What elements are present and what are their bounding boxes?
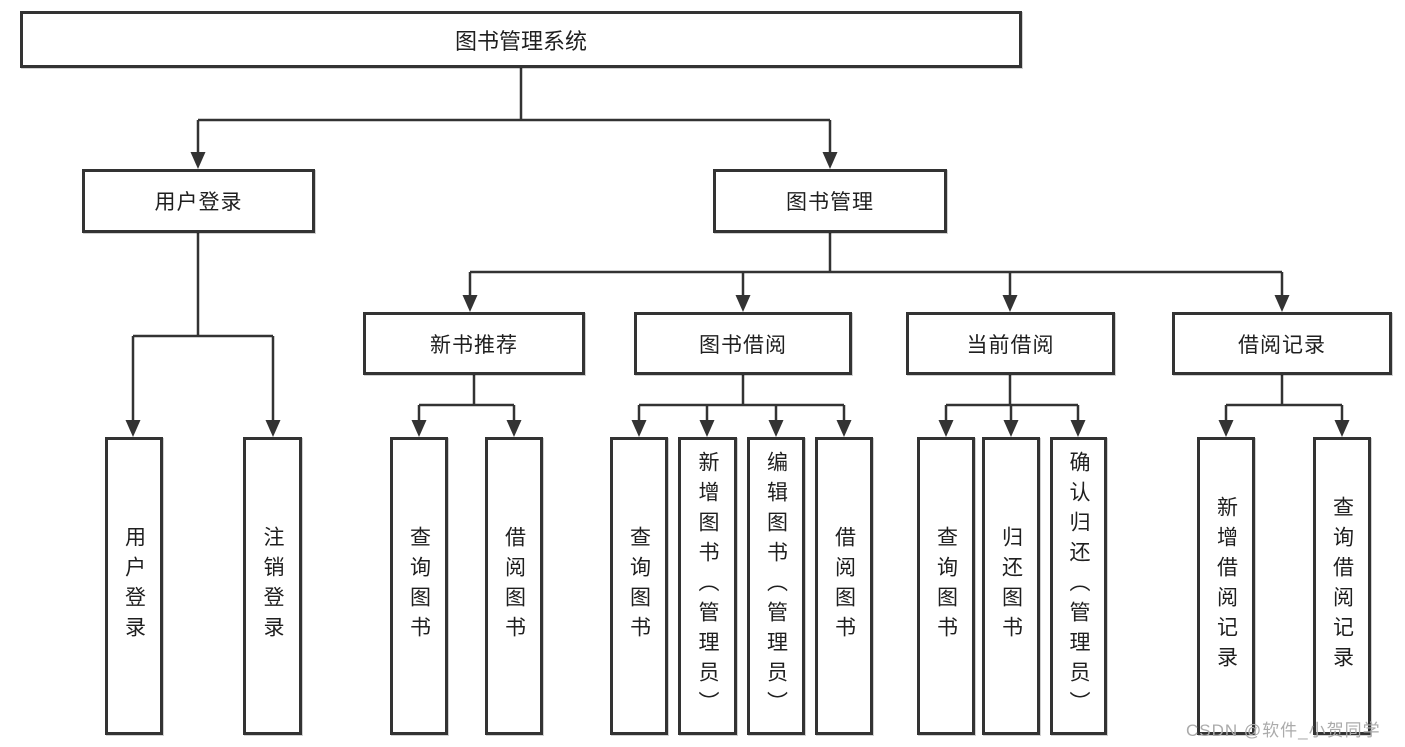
leaf-query-borrow-record: 查询借阅记录 (1313, 437, 1371, 735)
leaf-add-book-admin: 新增图书（管理员） (678, 437, 737, 735)
leaf-query-book-recommend: 查询图书 (390, 437, 448, 735)
leaf-borrow-book-recommend: 借阅图书 (485, 437, 543, 735)
leaf-confirm-return-admin: 确认归还（管理员） (1050, 437, 1107, 735)
node-book-management: 图书管理 (713, 169, 947, 233)
leaf-query-book-borrow: 查询图书 (610, 437, 668, 735)
leaf-logout: 注销登录 (243, 437, 302, 735)
leaf-edit-book-admin: 编辑图书（管理员） (747, 437, 805, 735)
node-root-system: 图书管理系统 (20, 11, 1022, 68)
leaf-borrow-book: 借阅图书 (815, 437, 873, 735)
node-user-login: 用户登录 (82, 169, 315, 233)
leaf-query-book-current: 查询图书 (917, 437, 975, 735)
leaf-user-login: 用户登录 (105, 437, 163, 735)
csdn-watermark: CSDN @软件_小贺同学 (1186, 721, 1381, 740)
arrowhead-icons (125, 152, 1350, 437)
node-book-borrow: 图书借阅 (634, 312, 852, 375)
node-current-borrow: 当前借阅 (906, 312, 1115, 375)
leaf-add-borrow-record: 新增借阅记录 (1197, 437, 1255, 735)
leaf-return-book: 归还图书 (982, 437, 1040, 735)
node-borrow-records: 借阅记录 (1172, 312, 1392, 375)
node-new-book-recommend: 新书推荐 (363, 312, 585, 375)
